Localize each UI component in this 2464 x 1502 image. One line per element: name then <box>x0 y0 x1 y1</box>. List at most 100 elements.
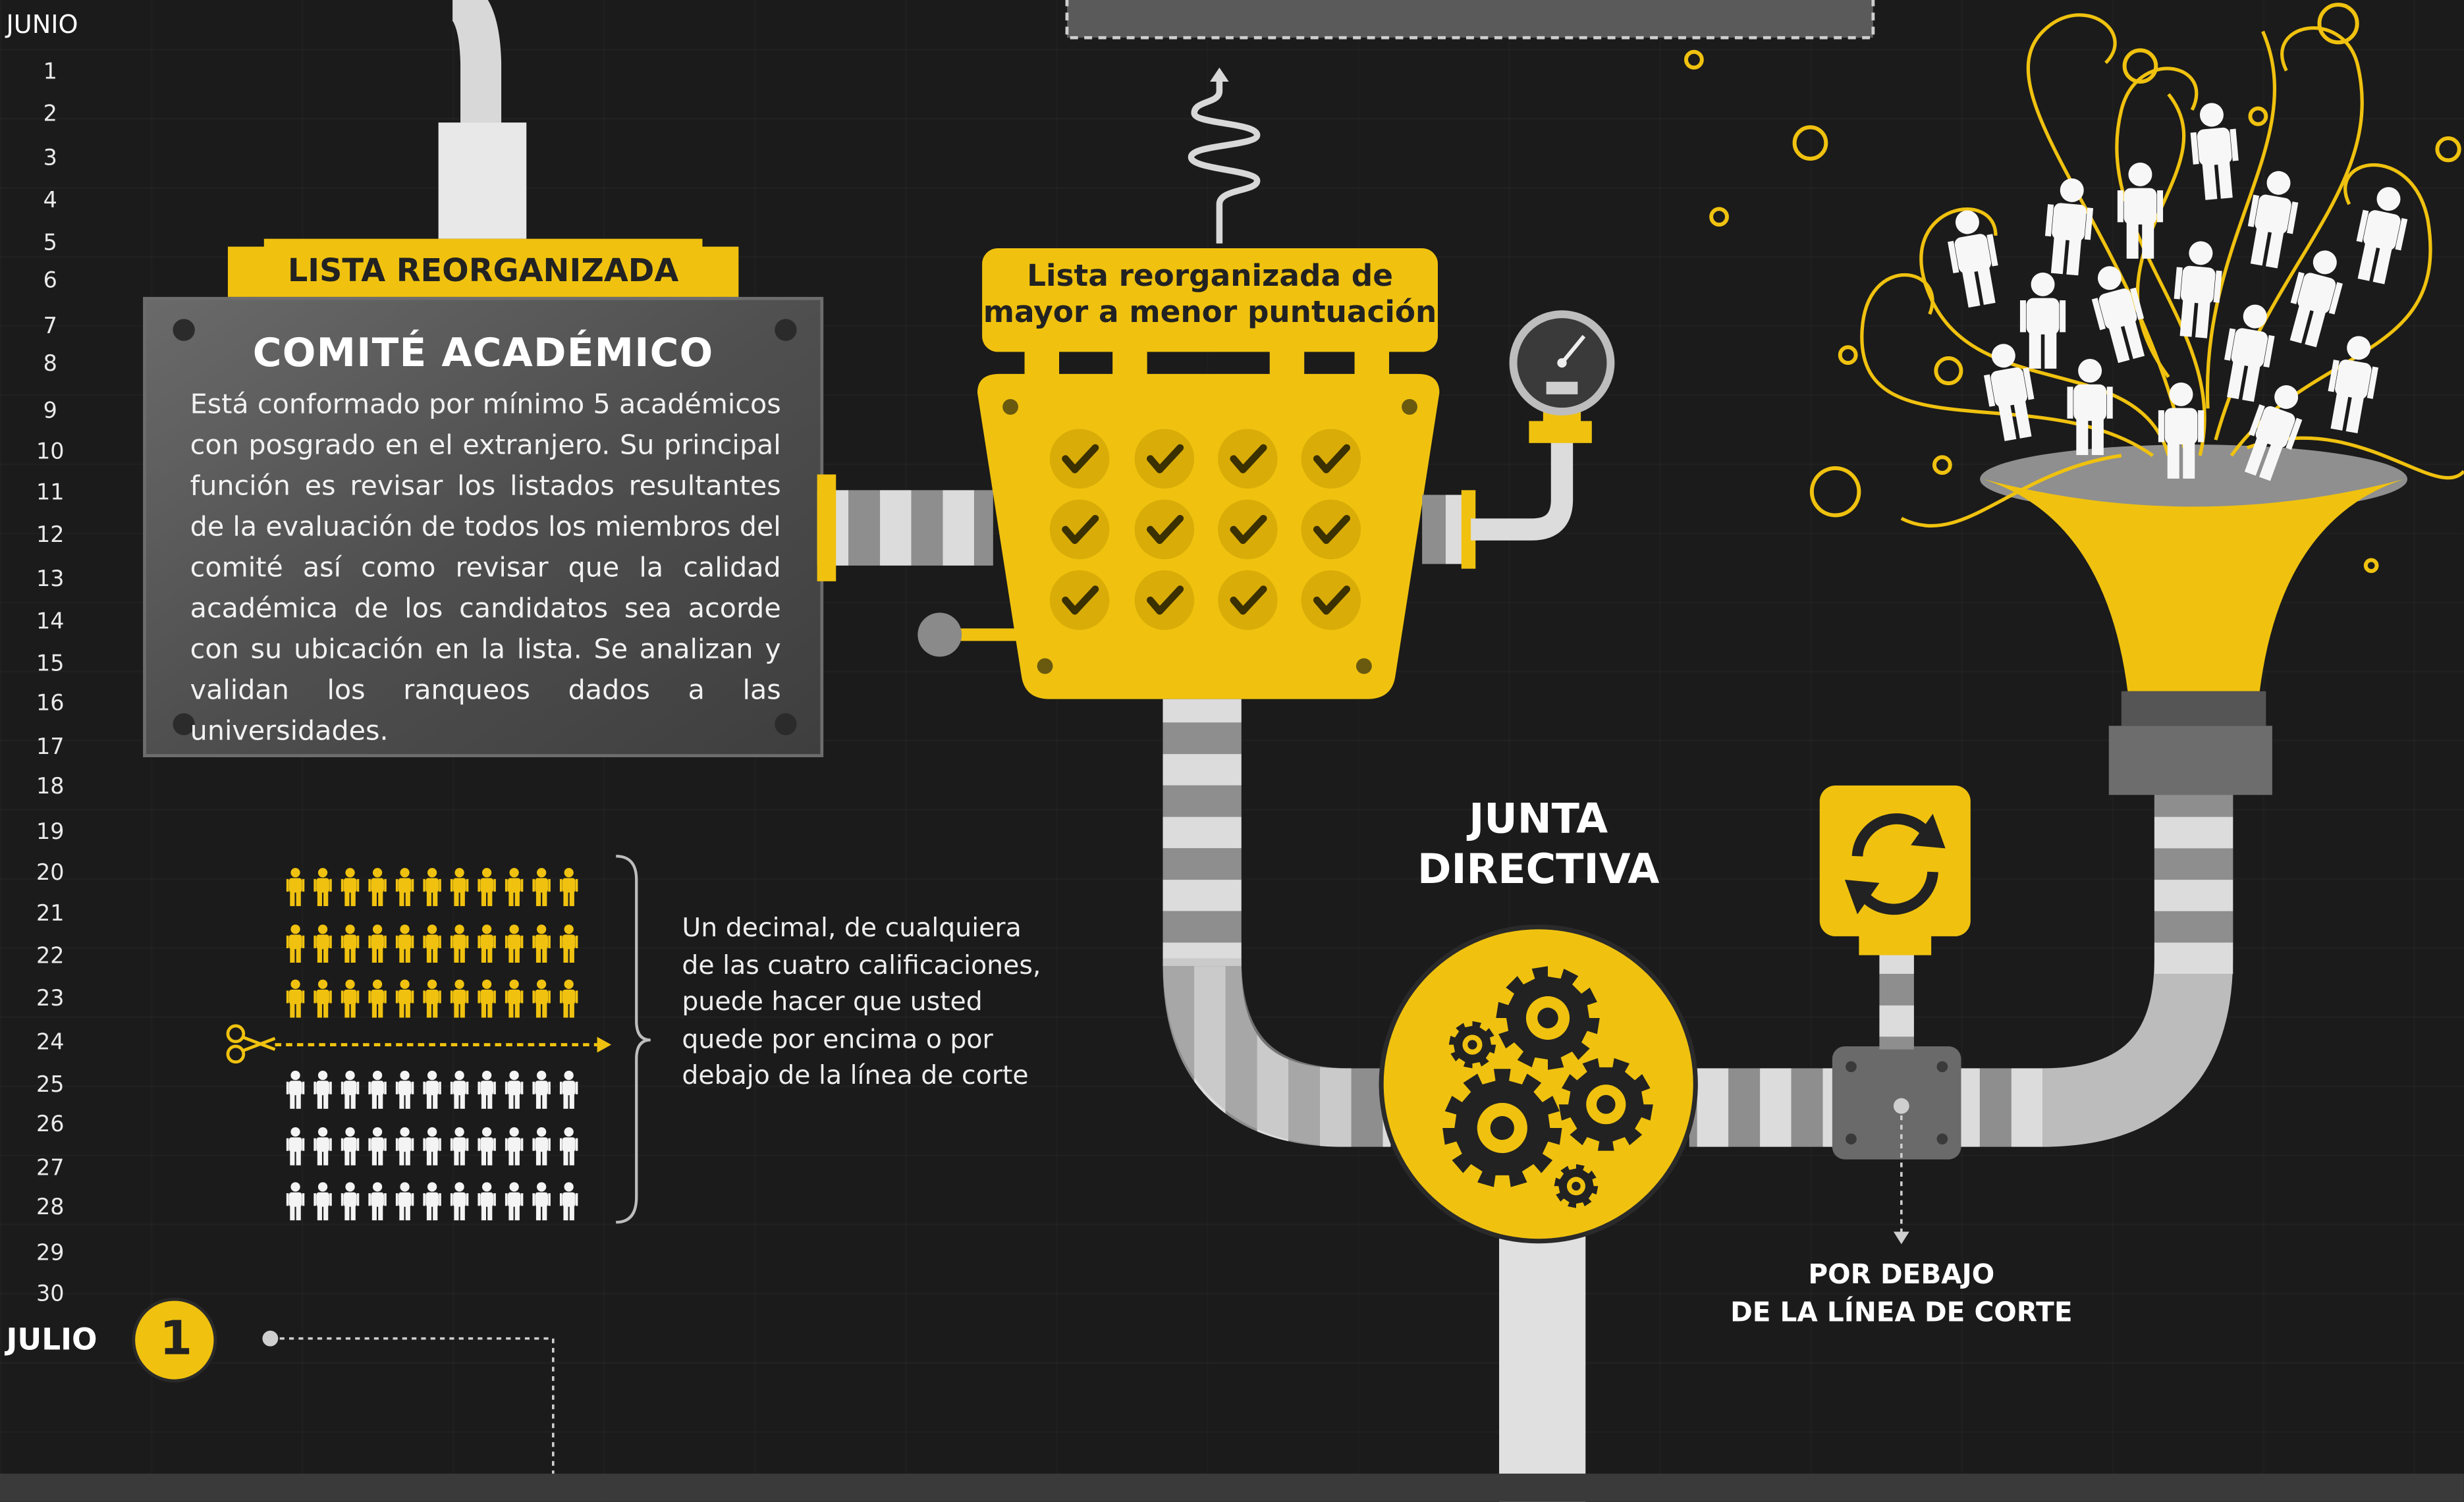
plaque <box>143 296 824 757</box>
person-icon <box>286 925 305 963</box>
timeline-day: 29 <box>36 1241 65 1266</box>
person-icon <box>423 1182 441 1221</box>
person-icon <box>478 979 496 1018</box>
person-icon <box>2019 272 2066 369</box>
person-icon <box>2244 385 2303 481</box>
person-icon <box>314 1182 332 1221</box>
gear-icon <box>1496 966 1600 1070</box>
person-icon <box>532 925 551 963</box>
person-icon <box>314 1127 332 1166</box>
person-icon <box>559 868 578 907</box>
scissors-icon <box>226 1024 276 1064</box>
timeline-day: 17 <box>36 735 65 761</box>
step-badge <box>132 1297 217 1383</box>
arrow-head-icon <box>1210 67 1229 82</box>
person-icon <box>450 1127 469 1166</box>
timeline-day: 1 <box>43 59 57 85</box>
person-icon <box>368 979 387 1018</box>
person-icon <box>2044 178 2094 276</box>
person-icon <box>395 1070 414 1109</box>
person-icon <box>505 1127 524 1166</box>
junta-line1: JUNTA <box>1469 796 1608 844</box>
checkmark-grid <box>1049 429 1361 630</box>
checkmark-icon <box>1049 429 1110 489</box>
person-icon <box>450 925 469 963</box>
decimal-note: Un decimal, de cualquiera de las cuatro … <box>682 913 1041 1090</box>
person-icon <box>368 1070 387 1109</box>
person-icon <box>341 868 360 907</box>
timeline-day: 18 <box>36 774 65 800</box>
person-icon <box>286 1070 305 1109</box>
gear-icon <box>1554 1164 1599 1208</box>
person-icon <box>478 1070 496 1109</box>
cable-plug <box>438 122 527 239</box>
timeline-day: 5 <box>43 230 57 256</box>
timeline-day: 13 <box>36 567 65 593</box>
junta-line2: DIRECTIVA <box>1417 846 1660 894</box>
person-icon <box>286 1127 305 1166</box>
corte-line1: POR DEBAJO <box>1808 1260 1995 1292</box>
person-icon <box>2328 336 2379 433</box>
person-icon <box>1983 344 2035 441</box>
timeline-day: 23 <box>36 986 65 1012</box>
person-icon <box>450 1070 469 1109</box>
hopper-label-tab <box>982 248 1438 352</box>
timeline-day: 3 <box>43 146 57 172</box>
person-icon <box>341 925 360 963</box>
person-icon <box>395 979 414 1018</box>
checkmark-icon <box>1217 499 1278 560</box>
person-icon <box>505 868 524 907</box>
person-icon <box>341 1182 360 1221</box>
timeline-day: 22 <box>36 944 65 970</box>
person-icon <box>314 925 332 963</box>
decorative-circles <box>1684 3 2461 574</box>
person-icon <box>423 925 441 963</box>
crowd-people <box>1948 103 2408 481</box>
person-icon <box>2174 241 2222 338</box>
person-icon <box>341 1070 360 1109</box>
timeline-day: 25 <box>36 1073 65 1098</box>
person-icon <box>2091 266 2145 363</box>
person-icon <box>2190 103 2239 200</box>
person-icon <box>2356 187 2408 284</box>
cable <box>450 0 502 126</box>
person-icon <box>341 1127 360 1166</box>
person-icon <box>450 868 469 907</box>
checkmark-icon <box>1217 570 1278 630</box>
person-icon <box>559 1127 578 1166</box>
step-connector <box>270 1337 555 1493</box>
person-icon <box>286 868 305 907</box>
person-icon <box>478 868 496 907</box>
timeline-day: 28 <box>36 1195 65 1221</box>
timeline-day: 20 <box>36 861 65 886</box>
screw <box>775 319 797 341</box>
screw <box>775 713 797 736</box>
hopper-machine <box>977 373 1440 699</box>
person-icon <box>478 925 496 963</box>
timeline-day: 8 <box>43 352 57 377</box>
pipe <box>817 490 993 566</box>
person-icon <box>559 925 578 963</box>
checkmark-icon <box>1134 499 1195 560</box>
pipe <box>1689 1068 1839 1147</box>
pipe <box>1163 699 1242 967</box>
timeline-day: 11 <box>36 481 65 506</box>
checkmark-icon <box>1049 570 1110 630</box>
timeline-day: 14 <box>36 609 65 635</box>
timeline-day: 21 <box>36 901 65 927</box>
junta-directiva-title: JUNTA DIRECTIVA <box>1383 795 1694 896</box>
screw <box>173 713 195 736</box>
month-start-label: JUNIO <box>6 9 78 40</box>
person-icon <box>532 1127 551 1166</box>
person-icon <box>314 979 332 1018</box>
timeline-day: 6 <box>43 268 57 294</box>
person-icon <box>532 1182 551 1221</box>
person-icon <box>368 1182 387 1221</box>
checkmark-icon <box>1134 429 1195 489</box>
hopper-label-line1: Lista reorganizada de <box>1027 259 1394 294</box>
checkmark-icon <box>1134 570 1195 630</box>
checkmark-icon <box>1301 499 1361 560</box>
bottom-strip <box>0 1473 2464 1502</box>
person-icon <box>559 979 578 1018</box>
